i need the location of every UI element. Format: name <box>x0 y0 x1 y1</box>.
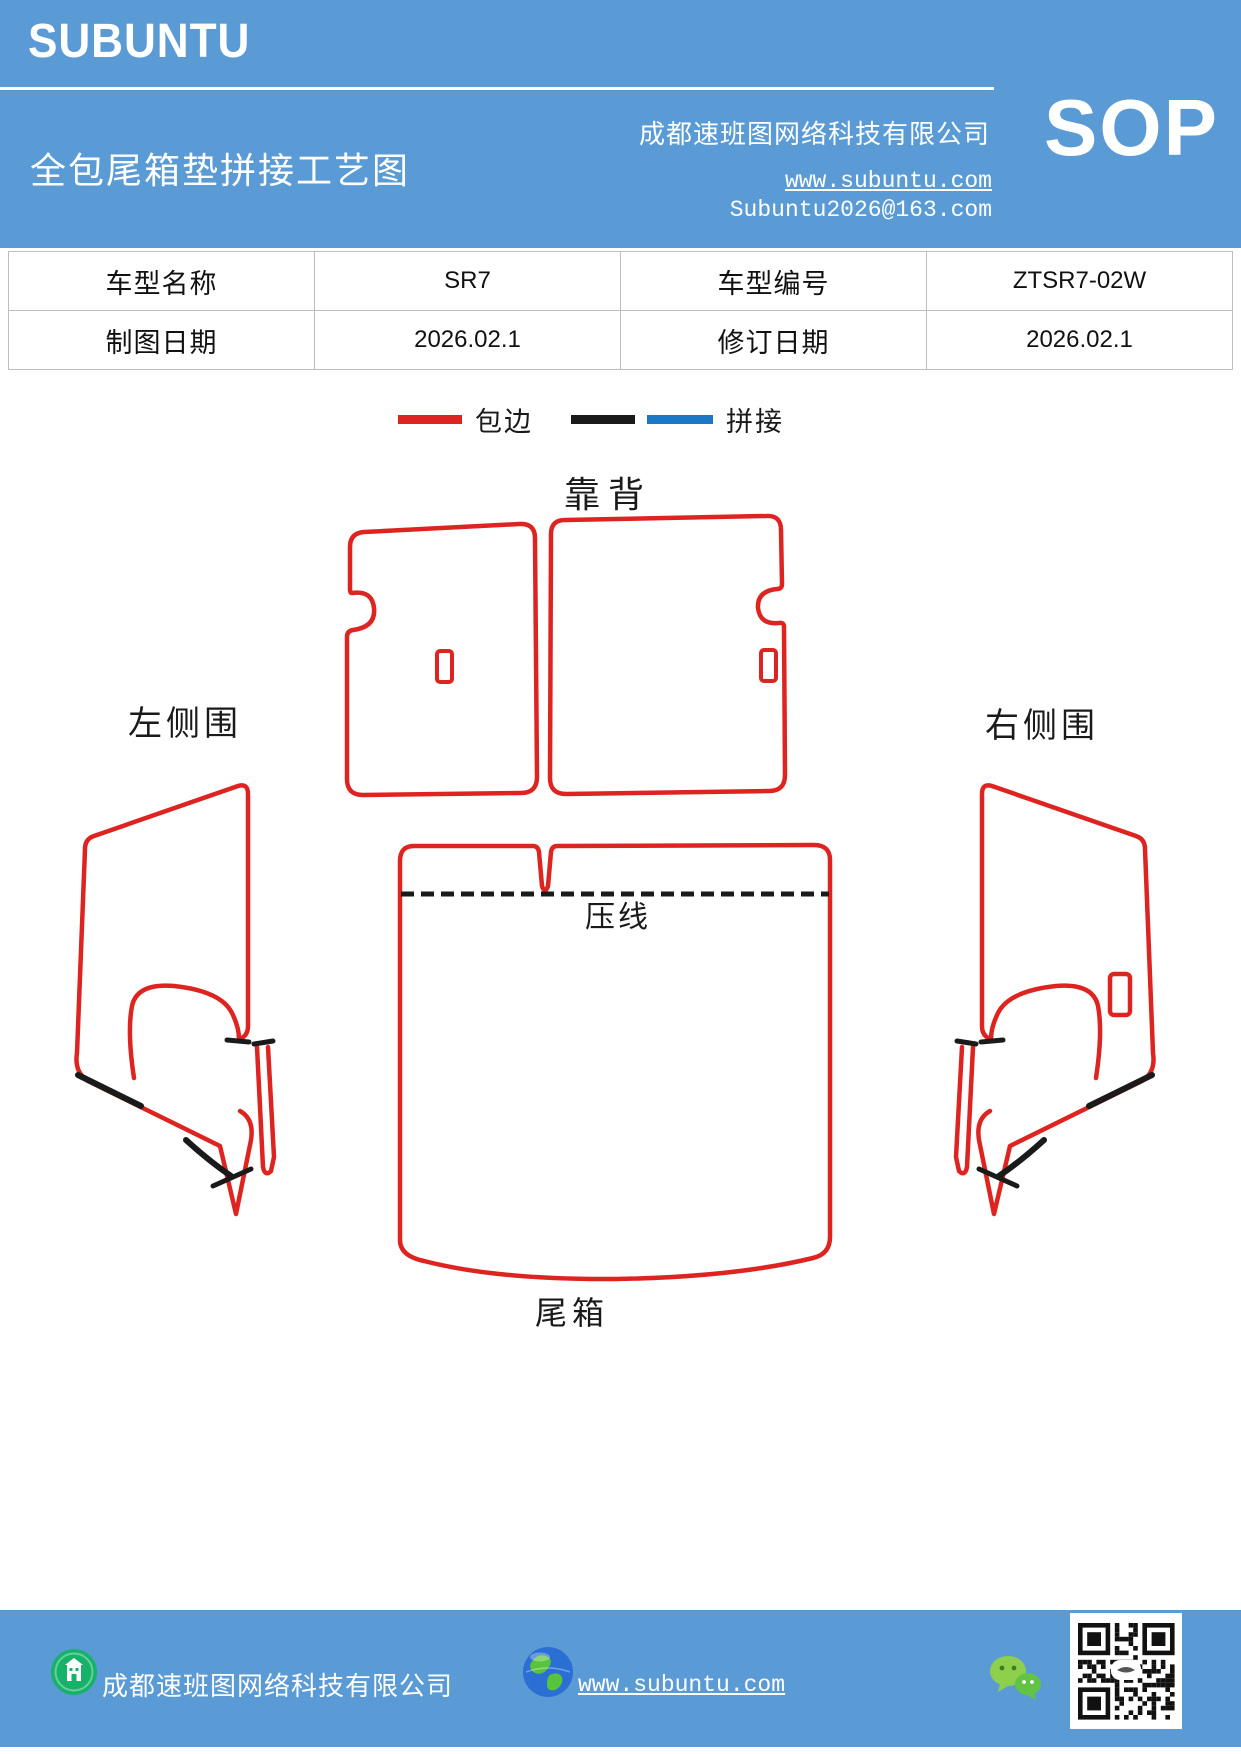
trunk-outline <box>397 842 833 1282</box>
left-side-label: 左侧围 <box>128 705 242 743</box>
draw-date-value: 2026.02.1 <box>314 310 621 370</box>
brand-logo: SUBUNTU <box>28 15 251 68</box>
splice-blue-swatch <box>647 415 713 424</box>
page-title: 全包尾箱垫拼接工艺图 <box>30 151 411 191</box>
header-company-name: 成都速班图网络科技有限公司 <box>638 120 990 149</box>
globe-icon <box>523 1647 573 1697</box>
right-side-label: 右侧围 <box>985 707 1099 745</box>
backrest-label: 靠背 <box>564 474 652 515</box>
backrest-right-outline <box>547 513 788 797</box>
right-side-piece <box>953 783 1156 1217</box>
qr-code <box>1070 1613 1182 1729</box>
model-name-label: 车型名称 <box>8 251 315 311</box>
revision-date-value: 2026.02.1 <box>926 310 1233 370</box>
model-code-label: 车型编号 <box>620 251 927 311</box>
header-email: Subuntu2026@163.com <box>729 197 992 223</box>
table-row: 制图日期 2026.02.1 修订日期 2026.02.1 <box>8 310 1233 370</box>
backrest-left-outline <box>344 521 540 798</box>
edge-legend-label: 包边 <box>475 407 533 437</box>
red-outlines <box>344 513 1133 1282</box>
model-code-value: ZTSR7-02W <box>926 251 1233 311</box>
backrest-left-slot <box>435 649 454 684</box>
crease-label: 压线 <box>585 901 651 934</box>
footer-company-name: 成都速班图网络科技有限公司 <box>102 1672 454 1701</box>
revision-date-label: 修订日期 <box>620 310 927 370</box>
sop-badge: SOP <box>1044 83 1219 172</box>
header-website-link[interactable]: www.subuntu.com <box>784 168 992 194</box>
header-divider <box>0 87 994 90</box>
splice-legend-label: 拼接 <box>726 407 784 437</box>
wechat-icon <box>990 1656 1041 1700</box>
model-name-value: SR7 <box>314 251 621 311</box>
legend: 包边 拼接 <box>398 400 784 439</box>
building-icon <box>51 1649 97 1695</box>
header-banner: SUBUNTU 全包尾箱垫拼接工艺图 成都速班图网络科技有限公司 SOP www… <box>0 0 1241 248</box>
right-side-slot <box>1107 971 1133 1018</box>
edge-line-swatch <box>398 415 462 424</box>
left-side-piece <box>74 783 277 1217</box>
diagram-labels: 靠背 左侧围 右侧围 压线 尾箱 <box>128 474 1099 1331</box>
table-row: 车型名称 SR7 车型编号 ZTSR7-02W <box>8 251 1233 311</box>
splice-black-swatch <box>571 415 635 424</box>
trunk-label: 尾箱 <box>535 1295 609 1331</box>
footer-banner: 成都速班图网络科技有限公司 www.subuntu.com <box>0 1610 1241 1747</box>
info-table: 车型名称 SR7 车型编号 ZTSR7-02W 制图日期 2026.02.1 修… <box>8 251 1233 370</box>
backrest-right-slot <box>759 648 778 683</box>
draw-date-label: 制图日期 <box>8 310 315 370</box>
footer-website-link[interactable]: www.subuntu.com <box>578 1672 786 1698</box>
